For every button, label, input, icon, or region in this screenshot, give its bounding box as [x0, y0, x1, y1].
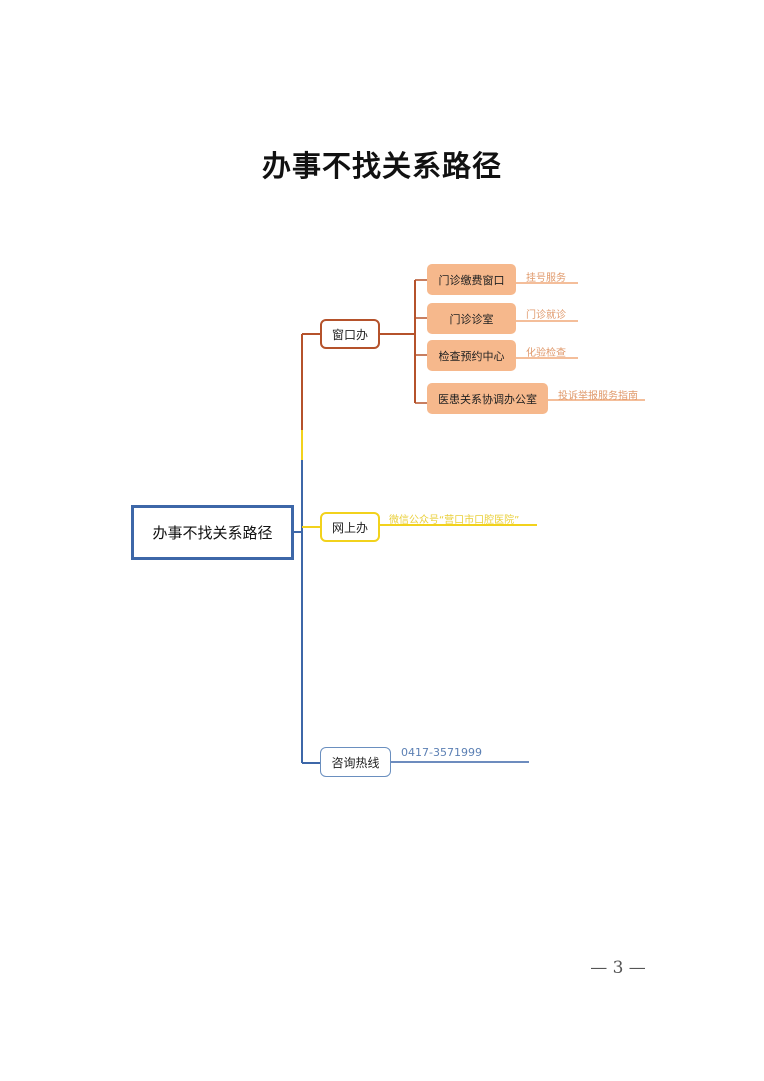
root-node: 办事不找关系路径 — [131, 505, 294, 560]
page-title: 办事不找关系路径 — [261, 149, 502, 183]
leaf-exam-booking-center: 检查预约中心 — [427, 340, 516, 371]
leaf-patient-relations-office: 医患关系协调办公室 — [427, 383, 548, 414]
leaf-outpatient-payment-window: 门诊缴费窗口 — [427, 264, 516, 295]
leaf-1-note: 挂号服务 — [526, 273, 566, 284]
branch-window: 窗口办 — [320, 319, 380, 349]
branch-hotline: 咨询热线 — [320, 747, 391, 777]
online-note: 微信公众号“营口市口腔医院” — [389, 515, 520, 526]
branch-online: 网上办 — [320, 512, 380, 542]
hotline-phone-number: 0417-3571999 — [401, 746, 482, 759]
leaf-2-note: 门诊就诊 — [526, 310, 566, 321]
leaf-4-note: 投诉举报服务指南 — [558, 391, 638, 402]
leaf-3-note: 化验检查 — [526, 348, 566, 359]
page-number: — 3 — — [590, 958, 646, 978]
leaf-outpatient-clinic: 门诊诊室 — [427, 303, 516, 334]
